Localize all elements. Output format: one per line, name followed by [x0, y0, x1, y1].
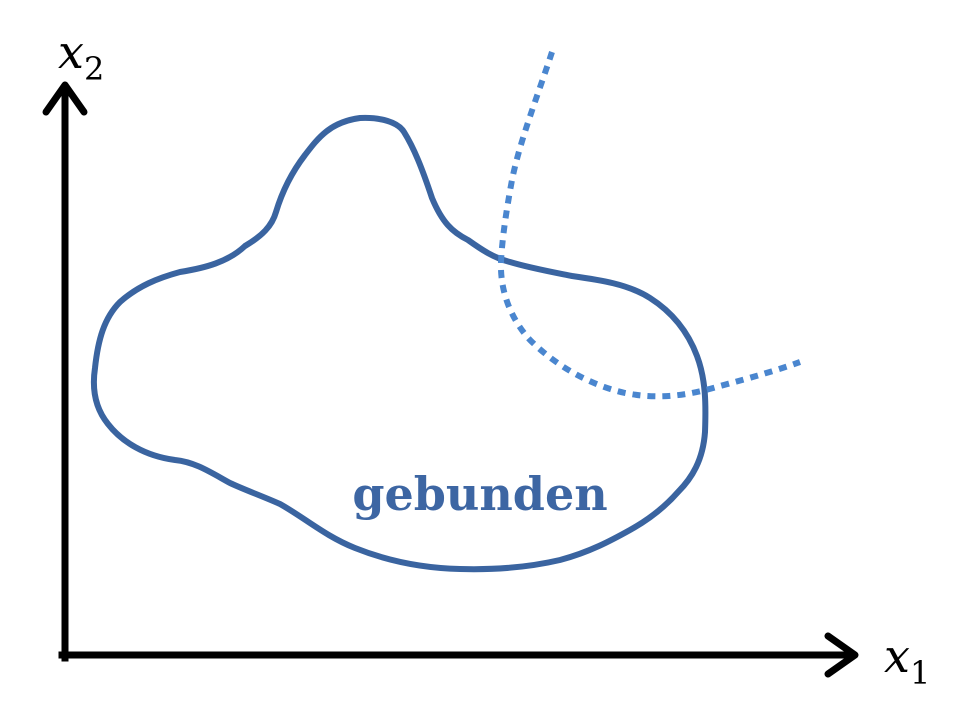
y-axis-label-main: x	[58, 25, 84, 79]
region-label: gebunden	[352, 467, 607, 521]
x-axis-arrowhead	[824, 632, 859, 678]
x-axis-label-subscript: 1	[910, 654, 930, 692]
dotted-boundary-curve	[497, 51, 802, 400]
y-axis-arrowhead	[42, 81, 88, 116]
bounded-region-outline	[90, 114, 709, 573]
y-axis-label: x2	[58, 25, 104, 88]
x-axis-label-main: x	[884, 629, 910, 683]
x-axis-label: x1	[884, 629, 930, 692]
y-axis-label-subscript: 2	[84, 50, 104, 88]
